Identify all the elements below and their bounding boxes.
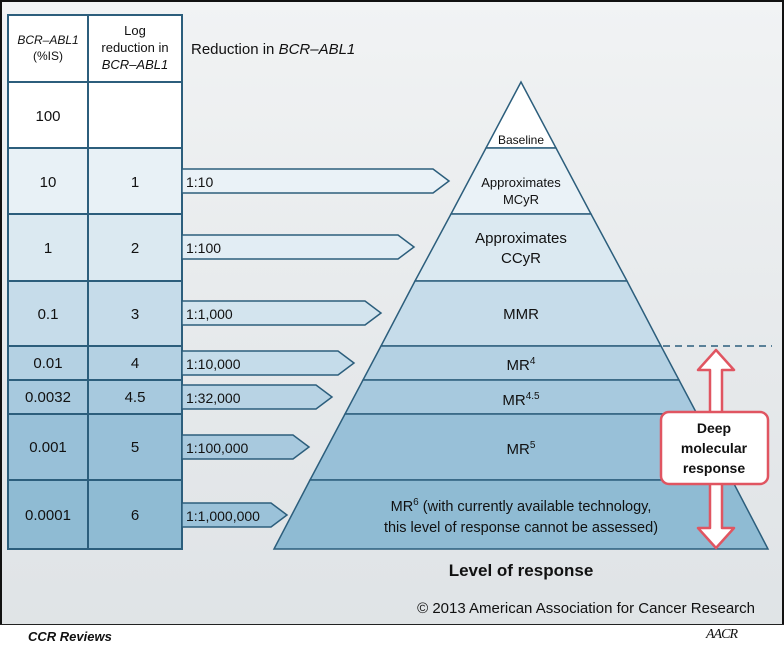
deep-response-line1: Deep — [697, 420, 731, 436]
footer-bar: CCR Reviews AACR — [0, 624, 784, 648]
pyramid-level-mr6 — [272, 479, 770, 550]
level-of-response-label: Level of response — [449, 561, 594, 580]
row-log: 6 — [131, 507, 139, 524]
arrow-label: 1:10,000 — [186, 356, 241, 372]
reduction-title-gene: BCR–ABL1 — [279, 41, 356, 58]
reduction-arrow-1-100000 — [181, 434, 311, 460]
aacr-logo: AACR — [706, 627, 738, 642]
row-pct: 0.0032 — [25, 389, 71, 406]
pyramid-label-mmr: MMR — [503, 306, 539, 323]
row-log: 1 — [131, 174, 139, 191]
journal-name: CCR Reviews — [28, 629, 112, 644]
table-header-cell-pct — [7, 14, 89, 83]
row-pct: 0.1 — [38, 306, 59, 323]
response-table: BCR–ABL1 (%IS) Log reduction in BCR–ABL1… — [7, 14, 183, 550]
deep-response-line3: response — [683, 460, 745, 476]
col2-header-line2: reduction in — [101, 40, 168, 55]
response-pyramid: Baseline Approximates MCyR Approximates … — [272, 80, 770, 550]
reduction-arrows: 1:10 1:100 1:1,000 1:10,000 1:32,000 1:1… — [181, 168, 451, 528]
pyramid-label-mcyr-line1: Approximates — [481, 175, 561, 190]
reduction-arrow-1-100 — [181, 234, 416, 260]
col1-header-line2: (%IS) — [33, 49, 63, 63]
reduction-title: Reduction in BCR–ABL1 — [191, 41, 355, 58]
table-row-1 — [7, 213, 183, 282]
arrow-label: 1:100 — [186, 240, 221, 256]
arrow-label: 1:32,000 — [186, 390, 241, 406]
arrow-label: 1:1,000 — [186, 306, 233, 322]
table-row-100 — [7, 81, 183, 149]
row-log: 4.5 — [125, 389, 146, 406]
table-row-0-0001 — [7, 479, 183, 550]
arrow-label: 1:10 — [186, 174, 213, 190]
reduction-arrow-1-10000 — [181, 350, 356, 376]
pyramid-label-mcyr-line2: MCyR — [503, 192, 539, 207]
pyramid-label-mr6-line1: MR6 (with currently available technology… — [391, 497, 652, 515]
pyramid-label-mr5: MR5 — [507, 440, 536, 458]
arrow-label: 1:1,000,000 — [186, 508, 260, 524]
reduction-arrow-1-1000 — [181, 300, 383, 326]
col2-header-line3: BCR–ABL1 — [102, 57, 168, 72]
pyramid-label-mr45: MR4.5 — [502, 391, 540, 409]
row-pct: 1 — [44, 240, 52, 257]
copyright-text: © 2013 American Association for Cancer R… — [417, 600, 755, 617]
row-pct: 100 — [35, 108, 60, 125]
pyramid-label-ccyr-line2: CCyR — [501, 250, 541, 267]
deep-response-box — [659, 410, 770, 486]
row-log: 5 — [131, 439, 139, 456]
row-pct: 0.001 — [29, 439, 67, 456]
pyramid-label-ccyr-line1: Approximates — [475, 230, 567, 247]
col1-header-line1: BCR–ABL1 — [17, 33, 78, 47]
row-pct: 10 — [40, 174, 57, 191]
reduction-arrow-1-1000000 — [181, 502, 289, 528]
pyramid-label-mr4: MR4 — [507, 356, 536, 374]
row-log: 4 — [131, 355, 139, 372]
reduction-arrow-1-32000 — [181, 384, 334, 410]
arrow-label: 1:100,000 — [186, 440, 248, 456]
table-row-0-1 — [7, 280, 183, 347]
row-pct: 0.01 — [33, 355, 62, 372]
table-row-0-001 — [7, 413, 183, 481]
reduction-title-prefix: Reduction in — [191, 41, 279, 58]
table-row-10 — [7, 147, 183, 215]
pyramid-label-baseline: Baseline — [498, 133, 544, 147]
pyramid-level-ccyr — [413, 213, 629, 282]
deep-response-line2: molecular — [681, 440, 748, 456]
row-log: 2 — [131, 240, 139, 257]
row-pct: 0.0001 — [25, 507, 71, 524]
pyramid-label-mr6-line2: this level of response cannot be assesse… — [384, 520, 658, 536]
row-log: 3 — [131, 306, 139, 323]
col2-header-line1: Log — [124, 23, 146, 38]
reduction-arrow-1-10 — [181, 168, 451, 194]
